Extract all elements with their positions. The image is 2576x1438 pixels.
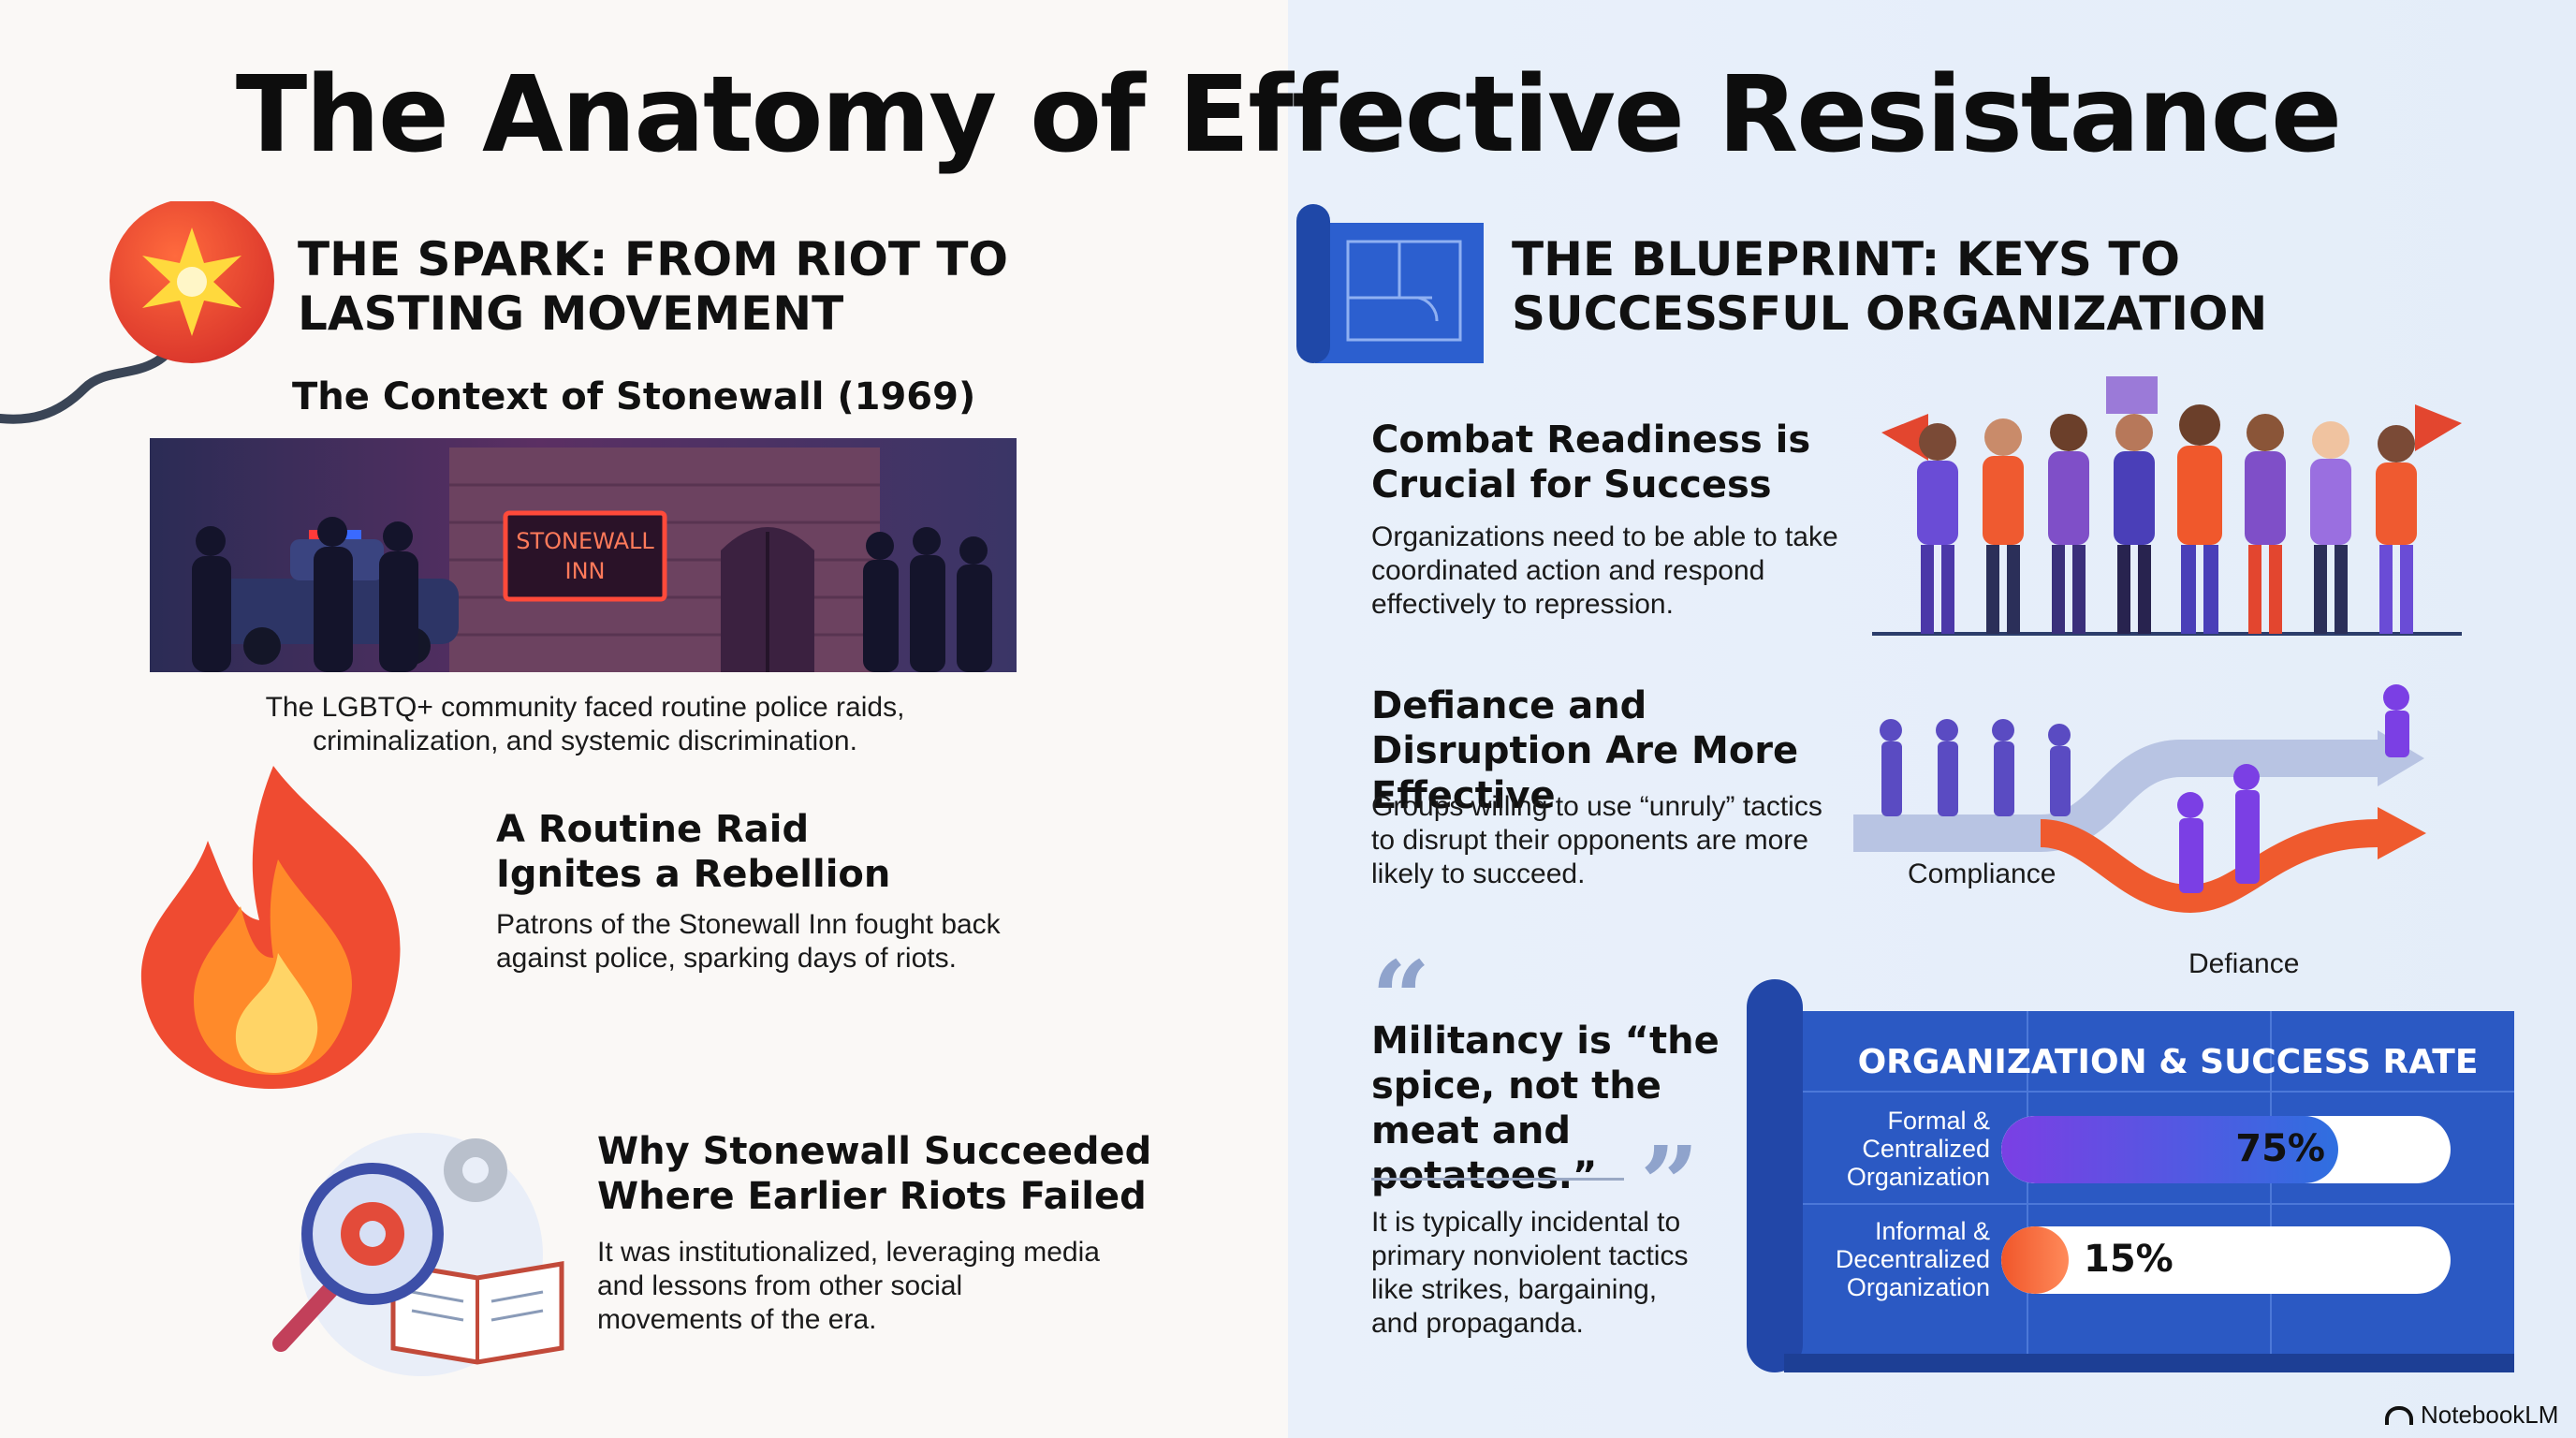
left-section-heading: THE SPARK: FROM RIOT TO LASTING MOVEMENT xyxy=(298,232,1008,341)
chart-bar-value: 15% xyxy=(2084,1238,2174,1281)
notebooklm-logo-icon xyxy=(2385,1405,2413,1425)
chart-row-label: Informal & Decentralized Organization xyxy=(1835,1217,1990,1301)
page-title: The Anatomy of Effective Resistance xyxy=(235,54,2342,176)
success-rate-panel: ORGANIZATION & SUCCESS RATE Formal & Cen… xyxy=(1747,979,2514,1372)
open-quote-icon: “ xyxy=(1371,938,1431,1059)
chart-bar-value: 75% xyxy=(2235,1127,2325,1170)
notebooklm-brand: NotebookLM xyxy=(2385,1401,2558,1430)
chart-bar-fill xyxy=(2001,1226,2069,1294)
chart-bar-track xyxy=(2001,1226,2451,1294)
raid-text: Patrons of the Stonewall Inn fought back… xyxy=(496,909,1001,974)
combat-text: Organizations need to be able to take co… xyxy=(1371,521,1838,620)
quote-body: It is typically incidental to primary no… xyxy=(1371,1207,1689,1339)
combat-title: Combat Readiness is Crucial for Success xyxy=(1371,418,1811,506)
chart-bar-fill xyxy=(2001,1116,2338,1183)
blueprint-icon xyxy=(1296,204,1488,373)
stonewall-sign-text: STONEWALL xyxy=(516,528,654,554)
stonewall-scene-illustration: STONEWALL INN xyxy=(150,438,1017,672)
chart-row-label: Formal & Centralized Organization xyxy=(1846,1107,1990,1191)
close-quote-icon: ” xyxy=(1640,1123,1700,1244)
organizers-crowd-illustration xyxy=(1863,367,2471,638)
raid-title: A Routine Raid Ignites a Rebellion xyxy=(496,808,891,896)
chart-title: ORGANIZATION & SUCCESS RATE xyxy=(1857,1043,2479,1081)
context-caption: The LGBTQ+ community faced routine polic… xyxy=(265,692,905,756)
quote-divider xyxy=(1371,1178,1624,1181)
defiance-text: Groups willing to use “unruly” tactics t… xyxy=(1371,791,1822,889)
defiance-label: Defiance xyxy=(2188,948,2300,979)
svg-text:INN: INN xyxy=(565,558,606,584)
quote-text: Militancy is “the spice, not the meat an… xyxy=(1371,1020,1720,1197)
why-text: It was institutionalized, leveraging med… xyxy=(597,1237,1100,1335)
compliance-label: Compliance xyxy=(1908,858,2056,889)
bomb-spark-icon xyxy=(0,201,281,435)
brand-name: NotebookLM xyxy=(2421,1401,2559,1429)
magnifier-book-icon xyxy=(262,1123,571,1376)
compliance-defiance-illustration xyxy=(1853,683,2509,955)
defiance-title: Defiance and Disruption Are More Effecti… xyxy=(1371,684,1799,817)
right-section-heading: THE BLUEPRINT: KEYS TO SUCCESSFUL ORGANI… xyxy=(1512,232,2268,341)
why-title: Why Stonewall Succeeded Where Earlier Ri… xyxy=(597,1130,1152,1218)
fire-icon xyxy=(86,756,461,1093)
context-title: The Context of Stonewall (1969) xyxy=(292,375,976,418)
chart-bar-track xyxy=(2001,1116,2451,1183)
